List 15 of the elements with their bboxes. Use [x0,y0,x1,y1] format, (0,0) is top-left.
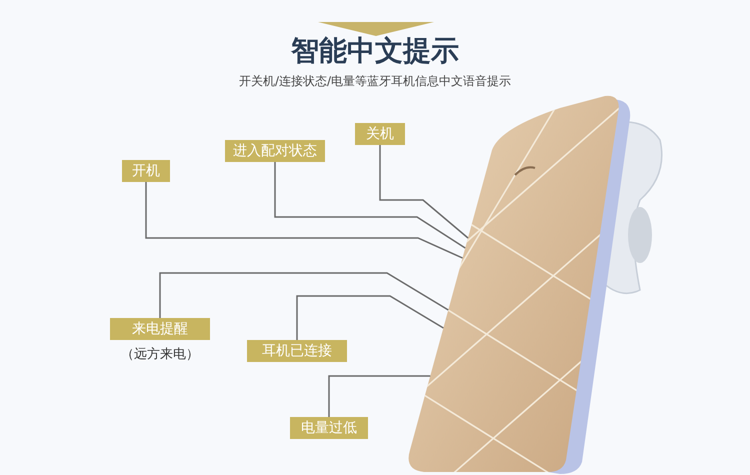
note-text: （远方来电） [120,346,200,363]
leader-line [274,162,466,249]
label-box: 开机 [122,160,170,182]
leader-line [145,182,463,259]
leader-line [159,272,449,318]
label-box: 来电提醒 [110,318,210,340]
label-box: 进入配对状态 [225,140,325,162]
leader-line [328,375,430,417]
leader-line [296,295,444,340]
label-box: 电量过低 [290,417,368,439]
label-box: 关机 [355,123,405,145]
label-box: 耳机已连接 [247,340,347,362]
subtitle: 开关机/连接状态/电量等蓝牙耳机信息中文语音提示 [238,74,512,88]
title: 智能中文提示 [291,34,459,67]
leader-line [379,145,468,239]
